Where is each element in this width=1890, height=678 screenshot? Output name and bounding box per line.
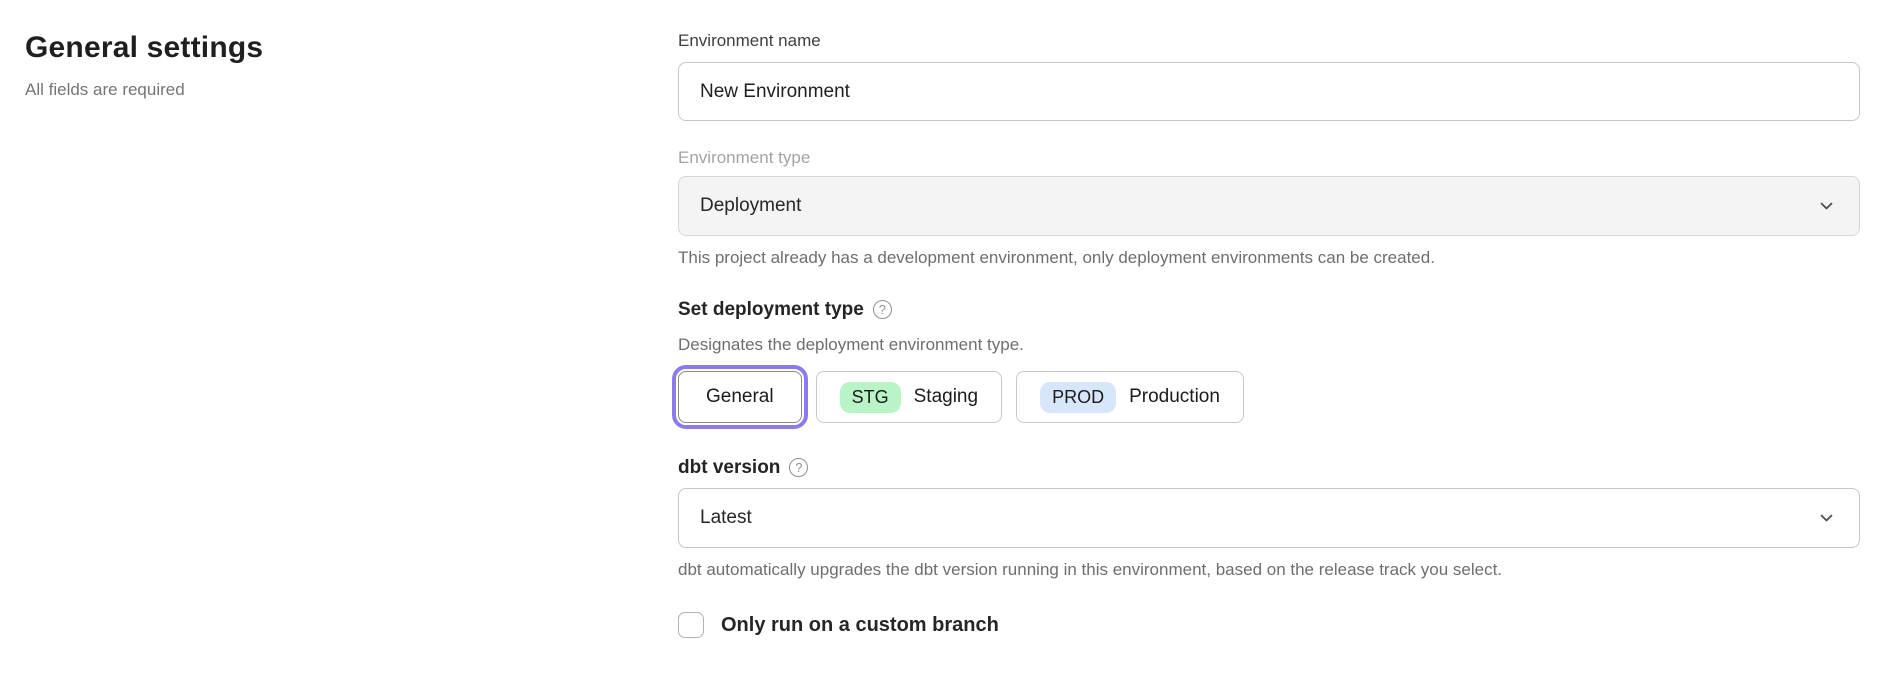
deployment-type-heading: Set deployment type ? — [678, 298, 1860, 321]
question-circle-icon[interactable]: ? — [789, 458, 809, 477]
question-circle-icon[interactable]: ? — [872, 300, 892, 319]
deployment-type-options: General STG Staging PROD Production — [672, 365, 1860, 429]
custom-branch-row: Only run on a custom branch — [678, 612, 1860, 638]
custom-branch-checkbox[interactable] — [678, 612, 704, 638]
staging-button-label: Staging — [913, 386, 979, 407]
settings-header: General settings All fields are required — [25, 30, 625, 101]
production-badge: PROD — [1040, 381, 1117, 413]
dbt-version-heading: dbt version ? — [678, 456, 1860, 479]
page-title: General settings — [25, 31, 264, 64]
dbt-version-value: Latest — [700, 507, 752, 528]
environment-type-help: This project already has a development e… — [678, 248, 1435, 267]
environment-type-select: Deployment — [678, 176, 1860, 236]
general-button-label: General — [706, 386, 774, 407]
deployment-type-staging-button[interactable]: STG Staging — [815, 371, 1003, 423]
environment-name-label: Environment name — [678, 31, 821, 50]
environment-type-value: Deployment — [700, 195, 802, 216]
environment-type-label: Environment type — [678, 148, 811, 167]
deployment-type-production-button[interactable]: PROD Production — [1016, 371, 1244, 423]
production-button-label: Production — [1129, 386, 1220, 407]
chevron-down-icon — [1818, 198, 1835, 215]
deployment-type-general-button[interactable]: General — [672, 365, 808, 429]
environment-settings-form: Environment name Environment type Deploy… — [672, 30, 1860, 638]
deployment-type-description: Designates the deployment environment ty… — [678, 335, 1024, 354]
staging-badge: STG — [839, 381, 901, 413]
dbt-version-heading-text: dbt version — [678, 457, 781, 478]
dbt-version-select[interactable]: Latest — [678, 488, 1860, 548]
page-subtitle: All fields are required — [25, 80, 185, 99]
chevron-down-icon — [1818, 510, 1835, 527]
dbt-version-help: dbt automatically upgrades the dbt versi… — [678, 560, 1503, 579]
custom-branch-label[interactable]: Only run on a custom branch — [721, 613, 999, 636]
environment-name-input[interactable] — [678, 62, 1860, 121]
deployment-type-heading-text: Set deployment type — [678, 299, 864, 320]
